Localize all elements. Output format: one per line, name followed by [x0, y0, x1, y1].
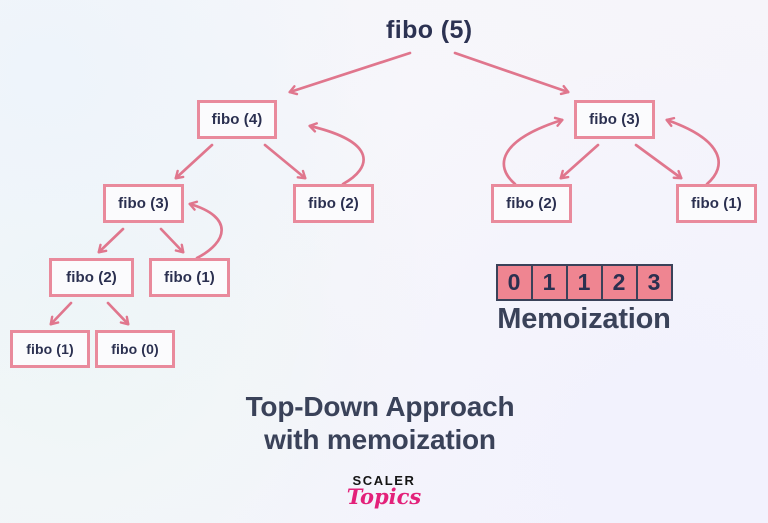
- memo-cell-1: 1: [530, 264, 568, 301]
- memo-cell-3: 2: [600, 264, 638, 301]
- tree-node-root-label: fibo (5): [386, 16, 473, 44]
- memo-cell-2: 1: [565, 264, 603, 301]
- tree-node-label: fibo (2): [506, 195, 557, 212]
- tree-node-n1a: fibo (1): [149, 258, 230, 297]
- tree-node-n3l: fibo (3): [103, 184, 184, 223]
- logo-topics-text: Topics: [346, 484, 422, 509]
- tree-node-label: fibo (1): [26, 341, 74, 357]
- tree-node-n3r: fibo (3): [574, 100, 655, 139]
- tree-node-label: fibo (3): [589, 111, 640, 128]
- caption-line-1: Top-Down Approach: [245, 391, 515, 422]
- tree-node-root: fibo (5): [386, 16, 473, 45]
- caption-line-2: with memoization: [264, 424, 496, 456]
- memo-cell-4: 3: [635, 264, 673, 301]
- scaler-topics-logo: SCALER Topics: [334, 474, 434, 508]
- return-arrow-fibo2r-to-fibo3right: [502, 116, 564, 186]
- tree-node-label: fibo (2): [66, 269, 117, 286]
- edge-fibo5-to-fibo4: [288, 51, 412, 96]
- edge-fibo5-to-fibo3-right: [453, 51, 570, 96]
- tree-node-label: fibo (0): [111, 341, 159, 357]
- tree-node-n4: fibo (4): [197, 100, 277, 139]
- return-arrow-fibo1r-to-fibo3right: [665, 116, 720, 186]
- tree-node-n2b: fibo (2): [49, 258, 134, 297]
- edge-fibo2-to-fibo1: [49, 301, 73, 326]
- tree-node-n2a: fibo (2): [293, 184, 374, 223]
- tree-node-n0: fibo (0): [95, 330, 175, 368]
- logo-scaler-text: SCALER: [352, 473, 416, 488]
- tree-node-n2r: fibo (2): [491, 184, 572, 223]
- edge-fibo4-to-fibo2: [263, 143, 307, 180]
- tree-node-n1r: fibo (1): [676, 184, 757, 223]
- tree-node-label: fibo (1): [691, 195, 742, 212]
- return-arrow-fibo2-to-fibo4: [308, 122, 365, 186]
- tree-node-label: fibo (1): [164, 269, 215, 286]
- edge-fibo4-to-fibo3-left: [174, 143, 214, 180]
- tree-node-label: fibo (2): [308, 195, 359, 212]
- return-arrow-fibo1-to-fibo3left: [188, 200, 223, 260]
- memo-cell-0: 0: [495, 264, 533, 301]
- tree-node-n1b: fibo (1): [10, 330, 90, 368]
- tree-node-label: fibo (3): [118, 195, 169, 212]
- edge-fibo3r-to-fibo1r: [634, 143, 683, 180]
- edge-fibo2-to-fibo0: [106, 301, 130, 326]
- edge-fibo3-to-fibo2: [97, 227, 125, 254]
- memoization-label: Memoization: [497, 303, 671, 335]
- tree-node-label: fibo (4): [211, 111, 263, 128]
- edge-fibo3-to-fibo1: [159, 227, 185, 254]
- caption: Top-Down Approach with memoization: [150, 390, 610, 456]
- edge-fibo3r-to-fibo2r: [559, 143, 600, 180]
